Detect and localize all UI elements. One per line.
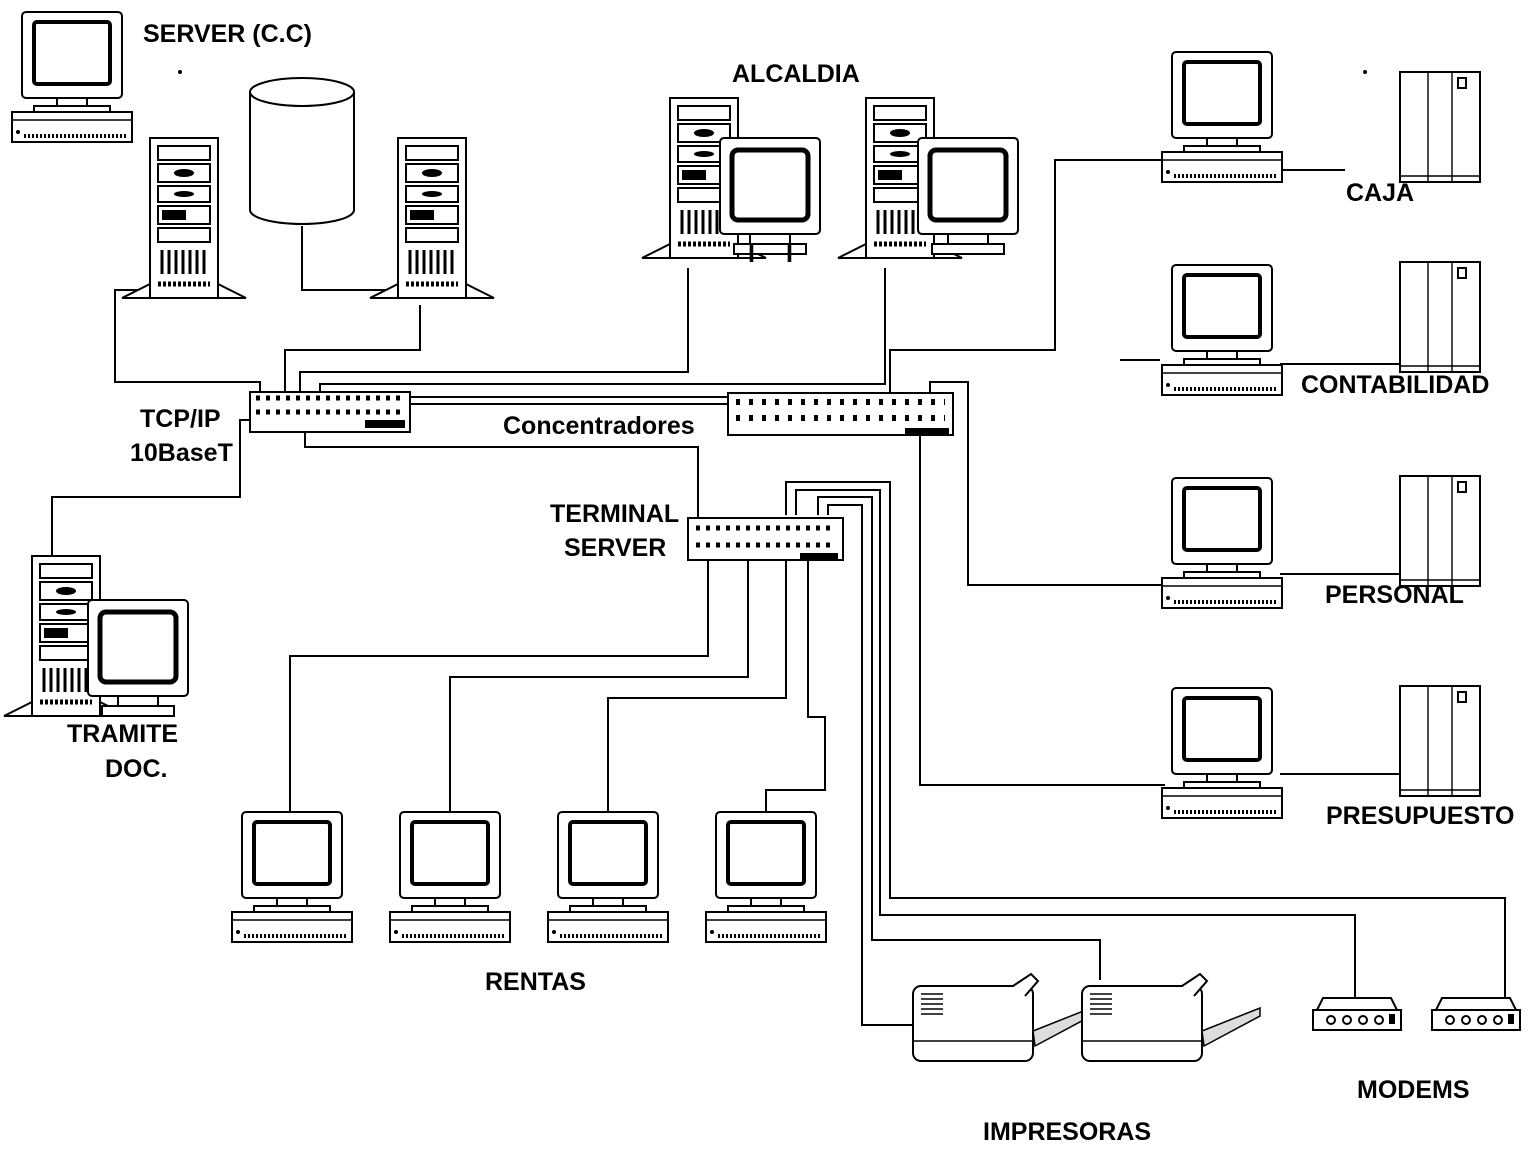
presupuesto-label: PRESUPUESTO [1326,802,1514,830]
dot-mark [1363,70,1367,74]
terminal-label: TERMINAL [550,500,679,528]
cash-register-icon [1399,685,1481,797]
tower-server-icon [122,138,246,298]
cash-register-icon [1399,475,1481,587]
desktop-computer-icon [1160,50,1284,184]
rentas-label: RENTAS [485,968,586,996]
modems-label: MODEMS [1357,1076,1470,1104]
svg-text:I: I [786,240,793,268]
tramite-label: TRAMITE [67,720,178,748]
concentradores-label: Concentradores [503,412,695,440]
database-cylinder-icon [249,77,355,225]
printer-icon [1081,973,1261,1062]
desktop-computer-icon [388,810,512,944]
desktop-computer-icon [230,810,354,944]
tower-server-icon [370,138,494,298]
server-label: SERVER (C.C) [143,20,312,48]
crt-monitor-icon [88,600,188,716]
desktop-computer-icon [1160,263,1284,397]
desktop-computer-icon [704,810,828,944]
svg-text:I: I [748,240,755,268]
contabilidad-label: CONTABILIDAD [1301,371,1489,399]
desktop-computer-icon [1160,686,1284,820]
tramite-sublabel: DOC. [105,755,168,783]
alcaldia-label: ALCALDIA [732,60,860,88]
impresoras-label: IMPRESORAS [983,1118,1151,1146]
cash-register-icon [1399,261,1481,373]
network-hub-icon [249,391,411,433]
caja-label: CAJA [1346,179,1414,207]
network-cables [51,159,1506,1026]
crt-monitor-icon: I I [720,138,820,268]
dot-mark [178,70,182,74]
modem-icon [1431,997,1521,1031]
modem-icon [1312,997,1402,1031]
tcp-sublabel: 10BaseT [130,439,233,467]
desktop-computer-icon [546,810,670,944]
printer-icon [912,973,1092,1062]
server-workstation [10,10,134,144]
tcp-label: TCP/IP [140,405,221,433]
cash-register-icon [1399,71,1481,183]
desktop-computer-icon [1160,476,1284,610]
terminal-sublabel: SERVER [564,534,666,562]
terminal-server-hub [687,517,844,561]
personal-label: PERSONAL [1325,581,1464,609]
network-hub-icon [727,392,954,436]
